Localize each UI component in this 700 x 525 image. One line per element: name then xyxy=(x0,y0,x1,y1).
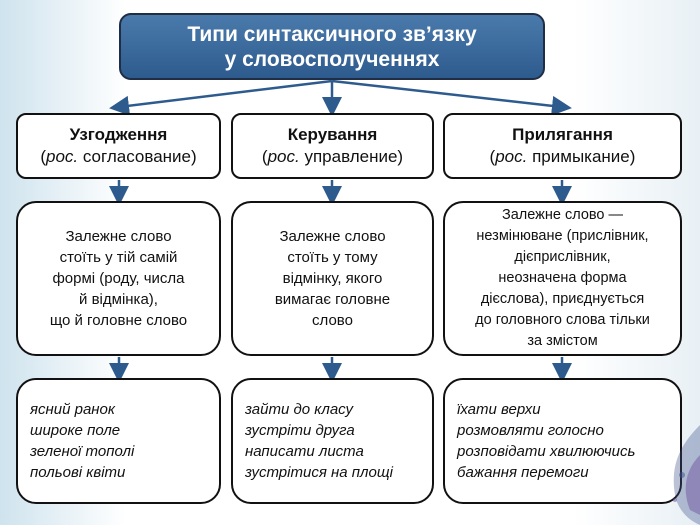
title-line-2: у словосполученнях xyxy=(224,47,440,71)
type-name: Прилягання xyxy=(512,125,613,144)
type-box-uzgodzhennia: Узгодження (рос. согласование) xyxy=(16,113,221,179)
description-line: слово xyxy=(312,312,353,329)
description-line: за змістом xyxy=(527,333,598,349)
description-line: Залежне слово — xyxy=(501,207,624,223)
example-item: зеленої тополі xyxy=(30,443,135,460)
description-line: вимагає головне xyxy=(274,291,391,308)
example-item: написати листа xyxy=(245,443,364,460)
description-line: дієслова), приєднується xyxy=(480,291,645,307)
russian-equivalent: (рос. примыкание) xyxy=(489,147,636,166)
description-line: Залежне слово xyxy=(65,228,172,245)
russian-equivalent: (рос. согласование) xyxy=(40,147,197,166)
example-item: зустріти друга xyxy=(245,422,355,439)
example-item: їхати верхи xyxy=(457,401,541,418)
description-line: відмінку, якого xyxy=(282,270,383,287)
examples-box-pryliahannia: їхати верхи розмовляти голосно розповіда… xyxy=(443,378,682,504)
russian-equivalent: (рос. управление) xyxy=(261,147,404,166)
examples-box-uzgodzhennia: ясний ранок широке поле зеленої тополі п… xyxy=(16,378,221,504)
example-item: розповідати хвилюючись xyxy=(457,443,636,460)
description-line: до головного слова тільки xyxy=(475,312,650,328)
description-line: дієприслівник, xyxy=(514,249,611,265)
description-line: стоїть у тому xyxy=(287,249,378,266)
example-item: зайти до класу xyxy=(245,401,354,418)
description-line: Залежне слово xyxy=(279,228,386,245)
example-item: зустрітися на площі xyxy=(245,464,393,481)
type-name: Узгодження xyxy=(69,125,168,144)
example-item: польові квіти xyxy=(30,464,126,481)
description-line: стоїть у тій самій xyxy=(59,249,178,266)
example-item: бажання перемоги xyxy=(457,464,589,481)
description-box-uzgodzhennia: Залежне слово стоїть у тій самій формі (… xyxy=(16,201,221,356)
title-line-1: Типи синтаксичного зв’язку xyxy=(187,22,477,46)
description-line: й відмінка), xyxy=(79,291,158,308)
description-box-pryliahannia: Залежне слово — незмінюване (прислівник,… xyxy=(443,201,682,356)
example-item: розмовляти голосно xyxy=(457,422,604,439)
type-box-pryliahannia: Прилягання (рос. примыкание) xyxy=(443,113,682,179)
description-box-keruvannia: Залежне слово стоїть у тому відмінку, як… xyxy=(231,201,434,356)
description-line: незмінюване (прислівник, xyxy=(476,228,649,244)
arrow-title-to-pryliahannia xyxy=(331,79,572,116)
diagram-title: Типи синтаксичного зв’язку у словосполуч… xyxy=(119,13,545,80)
description-line: формі (роду, числа xyxy=(52,270,185,287)
examples-box-keruvannia: зайти до класу зустріти друга написати л… xyxy=(231,378,434,504)
type-name: Керування xyxy=(287,125,378,144)
decorative-flower-icon xyxy=(673,425,700,525)
type-box-keruvannia: Керування (рос. управление) xyxy=(231,113,434,179)
description-line: неозначена форма xyxy=(498,270,627,286)
example-item: ясний ранок xyxy=(30,401,115,418)
example-item: широке поле xyxy=(30,422,121,439)
description-line: що й головне слово xyxy=(49,312,188,329)
arrow-title-to-uzgodzhennia xyxy=(109,79,333,116)
